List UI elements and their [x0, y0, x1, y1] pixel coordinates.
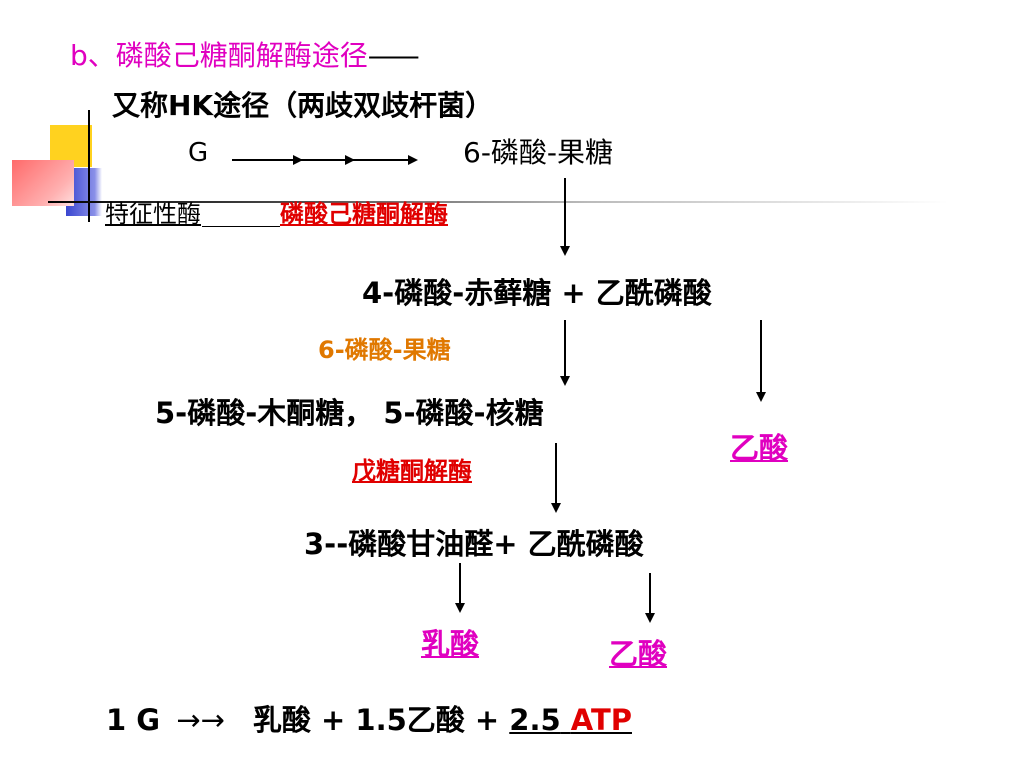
lactic-acid: 乳酸 — [421, 627, 480, 661]
glucose-arrow-head-1 — [293, 155, 303, 165]
deco-vertical-line — [88, 110, 90, 222]
heading-dash: —— — [367, 39, 420, 72]
enzyme-gap — [202, 202, 280, 227]
summary-atp: ATP — [570, 703, 632, 737]
summary-equation: 1 G →→ 乳酸 + 1.5乙酸 + 2.5 ATP — [106, 706, 632, 735]
fructose-6p-mid: 6-磷酸-果糖 — [318, 336, 451, 364]
arrow-down-3 — [551, 443, 561, 513]
summary-lead: 1 G — [106, 703, 161, 737]
glucose-label: G — [188, 138, 209, 168]
e4p-line: 4-磷酸-赤藓糖 + 乙酰磷酸 — [362, 276, 712, 310]
glucose-arrow — [232, 155, 418, 165]
arrow-down-acetic — [645, 573, 655, 623]
summary-arrows: →→ — [176, 703, 225, 737]
glucose-arrow-head-2 — [345, 155, 355, 165]
heading-text: b、磷酸己糖酮解酶途径 — [70, 39, 368, 72]
pentoses-line: 5-磷酸-木酮糖， 5-磷酸-核糖 — [155, 396, 544, 430]
acetic-acid-right: 乙酸 — [730, 431, 789, 465]
fructose-6p-top: 6-磷酸-果糖 — [463, 136, 614, 169]
enzyme-name: 磷酸己糖酮解酶 — [280, 200, 448, 228]
deco-red-square — [12, 160, 74, 206]
summary-atp-number: 2.5 — [509, 703, 561, 737]
deco-horizontal-line — [48, 201, 948, 203]
arrow-down-acetyl — [756, 320, 766, 402]
slide-heading: b、磷酸己糖酮解酶途径—— — [70, 39, 420, 72]
enzyme-prefix: 特征性酶 — [105, 200, 201, 228]
slide-subtitle: 又称HK途径（两歧双歧杆菌） — [112, 89, 494, 122]
acetic-acid-bottom: 乙酸 — [609, 637, 668, 671]
summary-atp-gap — [561, 703, 571, 737]
arrow-down-lactic — [455, 563, 465, 613]
arrow-down-1 — [560, 178, 570, 256]
summary-products: 乳酸 + 1.5乙酸 + — [252, 703, 510, 737]
g3p-line: 3--磷酸甘油醛+ 乙酰磷酸 — [304, 527, 644, 561]
arrow-down-2 — [560, 320, 570, 386]
pentose-ketolase: 戊糖酮解酶 — [352, 457, 472, 485]
